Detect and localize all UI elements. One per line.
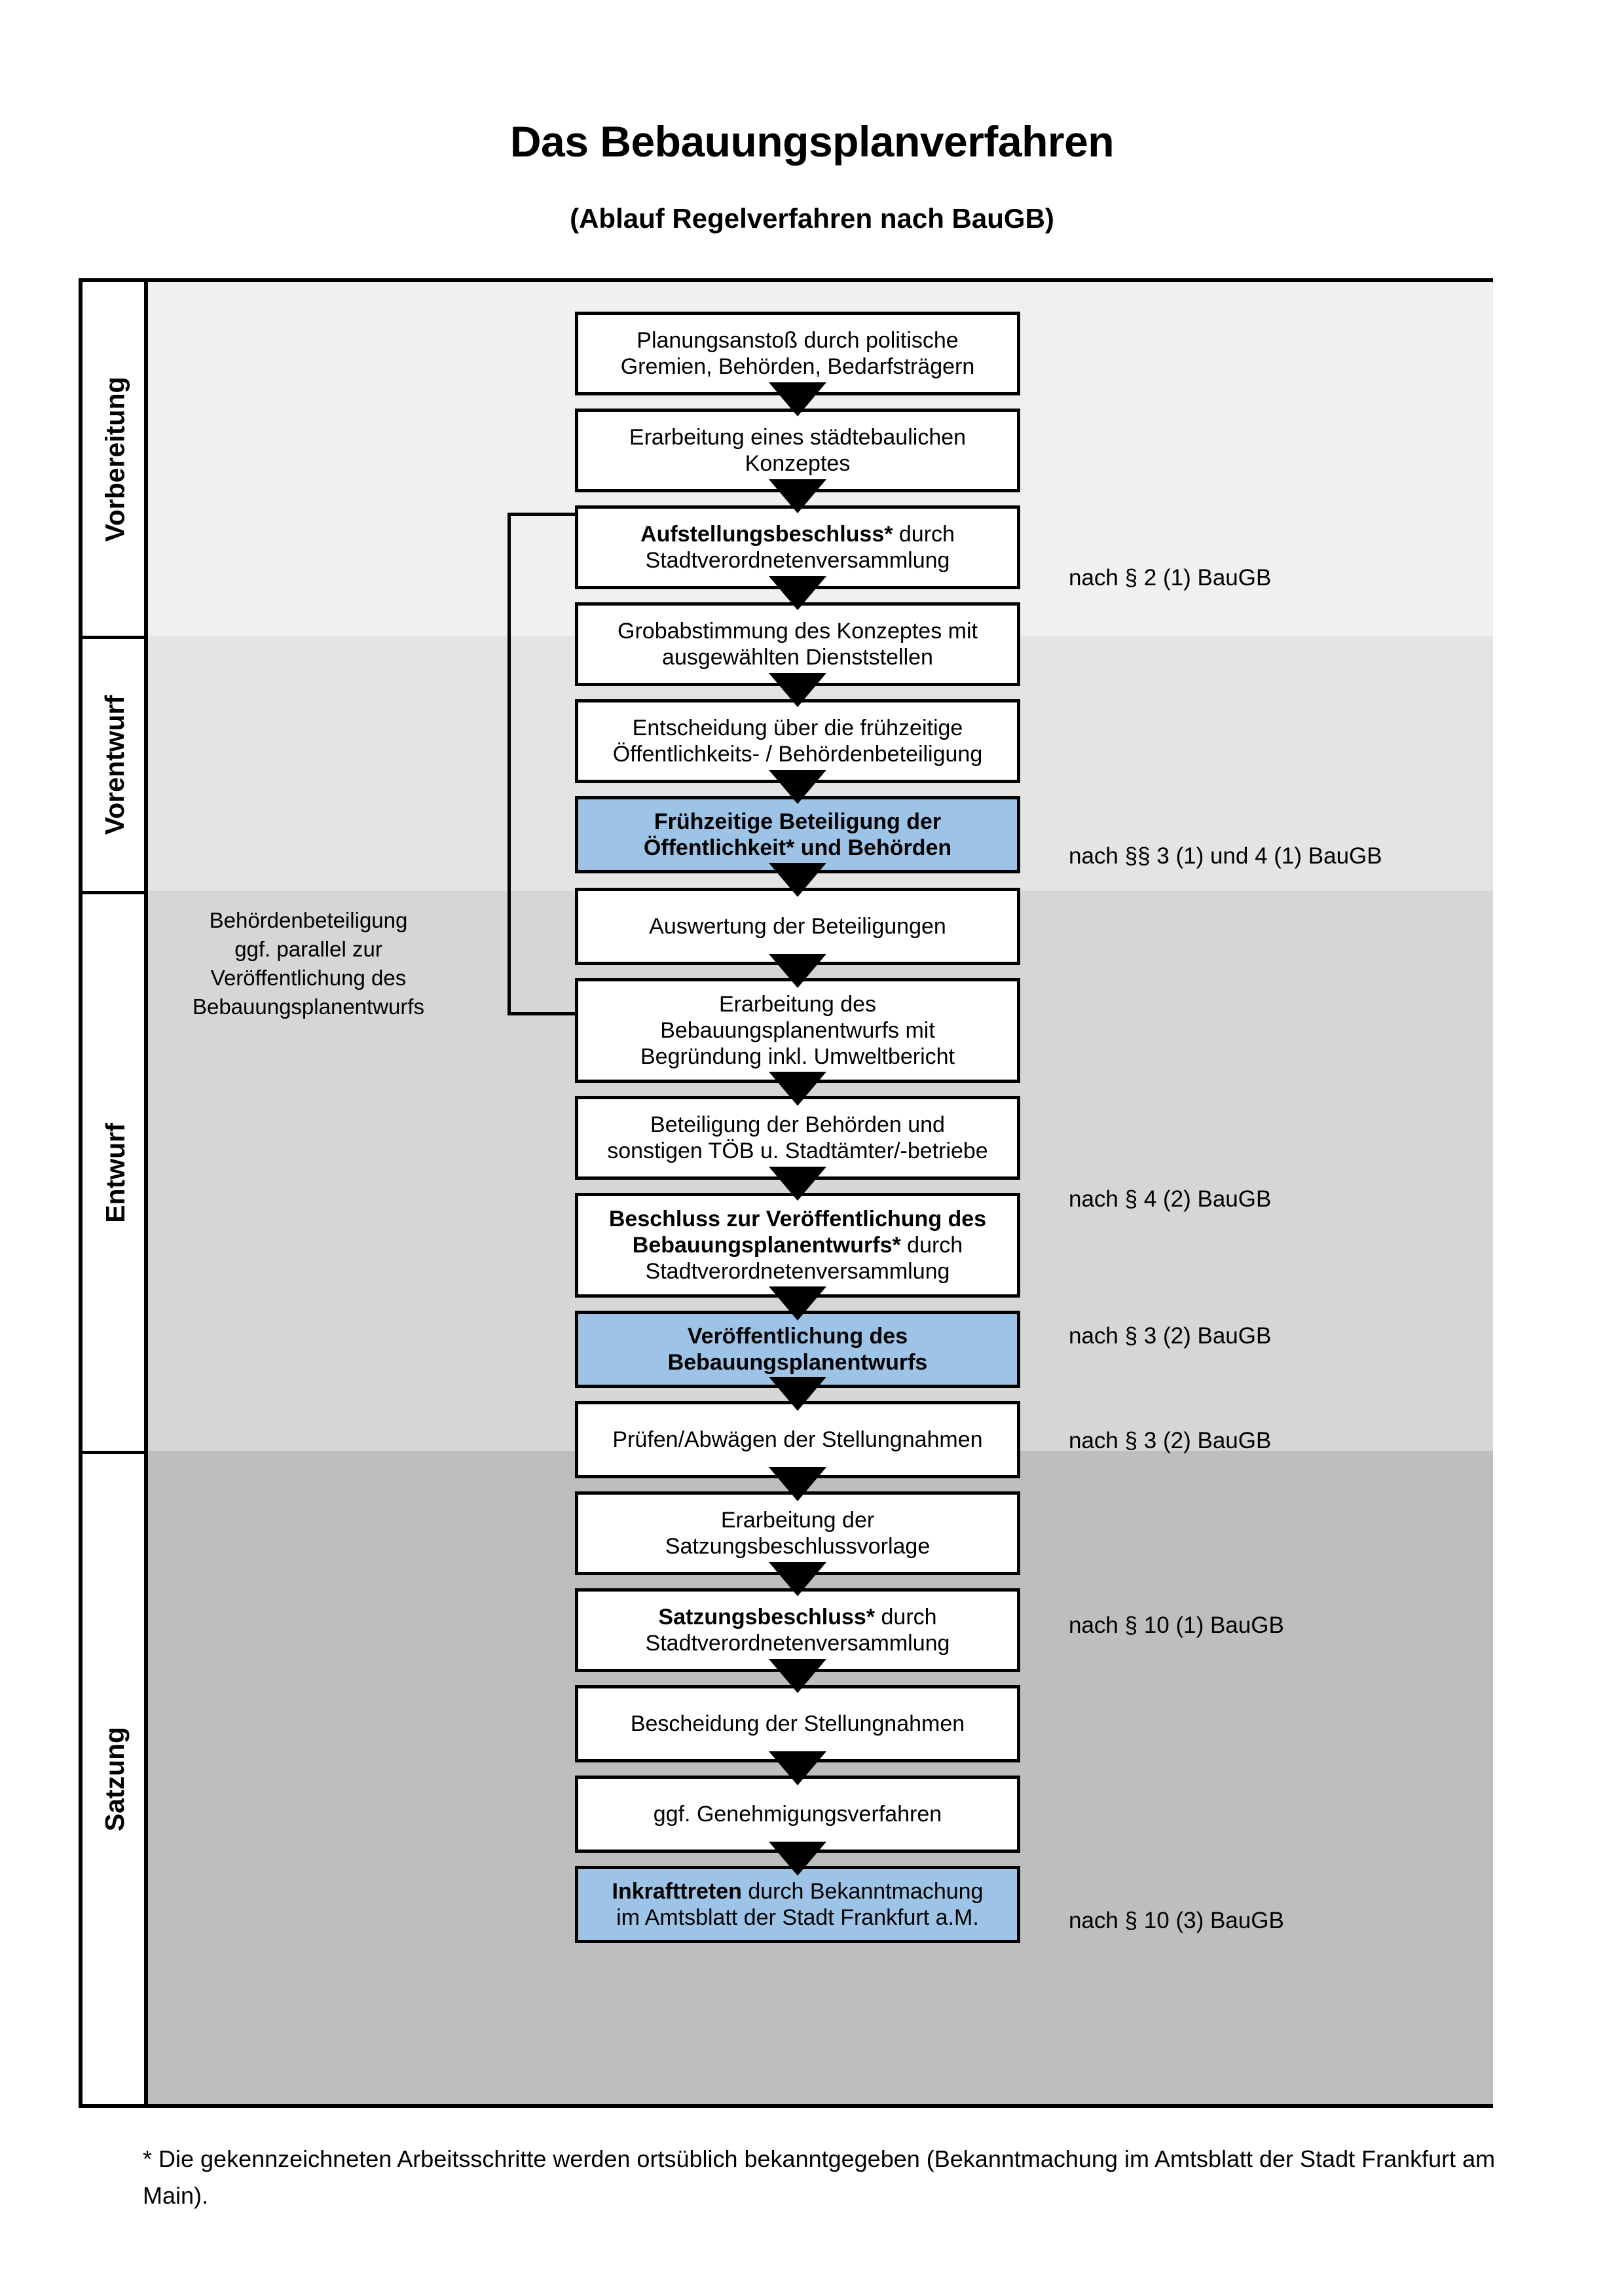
flow-arrow-icon bbox=[769, 673, 826, 707]
step-line-2-bold: Öffentlichkeit* und Behörden bbox=[643, 835, 952, 860]
step-line-1-rest: durch bbox=[875, 1604, 937, 1630]
legal-ref-par3-2a: nach § 3 (2) BauGB bbox=[1069, 1323, 1272, 1349]
step-line-3: Stadtverordnetenversammlung bbox=[645, 1259, 950, 1285]
step-line-2: Bebauungsplanentwurfs mit bbox=[660, 1017, 935, 1043]
flow-arrow-icon bbox=[769, 1167, 826, 1201]
page-title: Das Bebauungsplanverfahren bbox=[509, 117, 1115, 166]
step-line-2: Öffentlichkeits- / Behördenbeteiligung bbox=[612, 742, 983, 767]
phase-label-text: Vorentwurf bbox=[100, 695, 130, 835]
phase-label-column: Vorbereitung Vorentwurf Entwurf Satzung bbox=[83, 282, 148, 2104]
step-line-1-rest: durch bbox=[893, 521, 955, 547]
flow-arrow-icon bbox=[769, 954, 826, 988]
legal-ref-par10-3: nach § 10 (3) BauGB bbox=[1069, 1908, 1284, 1933]
step-line-1: Grobabstimmung des Konzeptes mit bbox=[618, 618, 978, 644]
step-line-2-bold: Bebauungsplanentwurfs bbox=[667, 1350, 928, 1375]
step-line-1: Entscheidung über die frühzeitige bbox=[632, 715, 963, 740]
step-auswertung[interactable]: Auswertung der Beteiligungen bbox=[575, 888, 1020, 965]
step-beteiligung-behoerden[interactable]: Beteiligung der Behörden und sonstigen T… bbox=[575, 1096, 1020, 1180]
step-line-1-bold: Veröffentlichung des bbox=[687, 1323, 908, 1349]
phase-label-vorbereitung: Vorbereitung bbox=[83, 282, 148, 636]
flow-arrow-icon bbox=[769, 1659, 826, 1693]
step-line-3: Begründung inkl. Umweltbericht bbox=[640, 1044, 955, 1070]
phase-label-text: Satzung bbox=[100, 1726, 130, 1832]
step-line-1-bold: Frühzeitige Beteiligung der bbox=[654, 809, 942, 834]
footnote-text: * Die gekennzeichneten Arbeitsschritte w… bbox=[143, 2145, 1496, 2209]
bracket-connector-bottom bbox=[507, 1012, 585, 1015]
step-genehmigungsverfahren[interactable]: ggf. Genehmigungsverfahren bbox=[575, 1776, 1020, 1853]
step-line-1: Prüfen/Abwägen der Stellungnahmen bbox=[612, 1427, 983, 1452]
step-line-1-bold: Inkrafttreten bbox=[612, 1878, 742, 1904]
legal-ref-par10-1: nach § 10 (1) BauGB bbox=[1069, 1613, 1284, 1638]
legal-ref-par4-2: nach § 4 (2) BauGB bbox=[1069, 1186, 1272, 1212]
step-line-2: Satzungsbeschlussvorlage bbox=[665, 1534, 931, 1559]
step-line-1: Bescheidung der Stellungnahmen bbox=[630, 1711, 965, 1736]
step-inkrafttreten[interactable]: Inkrafttreten durch Bekanntmachung im Am… bbox=[575, 1866, 1020, 1943]
phase-label-text: Entwurf bbox=[100, 1122, 130, 1223]
flow-arrow-icon bbox=[769, 1751, 826, 1785]
flow-arrow-icon bbox=[769, 770, 826, 804]
phase-label-vorentwurf: Vorentwurf bbox=[83, 636, 148, 891]
step-erarbeitung-entwurf[interactable]: Erarbeitung des Bebauungsplanentwurfs mi… bbox=[575, 978, 1020, 1083]
step-line-2: ausgewählten Dienststellen bbox=[662, 645, 933, 670]
flow-arrow-icon bbox=[769, 479, 826, 513]
bracket-connector-vertical bbox=[507, 513, 511, 1015]
step-line-2: Stadtverordnetenversammlung bbox=[645, 1631, 950, 1656]
legal-ref-par3-2b: nach § 3 (2) BauGB bbox=[1069, 1428, 1272, 1453]
step-line-1: ggf. Genehmigungsverfahren bbox=[653, 1801, 942, 1827]
flow-arrow-icon bbox=[769, 1562, 826, 1596]
step-line-1-bold: Aufstellungsbeschluss* bbox=[640, 521, 893, 547]
sidenote-behoerdenbeteiligung: Behördenbeteiligung ggf. parallel zur Ve… bbox=[192, 908, 425, 1019]
step-line-1: Planungsanstoß durch politische bbox=[637, 327, 959, 353]
step-line-1: Beteiligung der Behörden und bbox=[650, 1112, 945, 1137]
step-line-1-rest: durch Bekanntmachung bbox=[741, 1878, 984, 1904]
legal-ref-par2-1: nach § 2 (1) BauGB bbox=[1069, 565, 1272, 591]
step-staedtebau-konzept[interactable]: Erarbeitung eines städtebaulichen Konzep… bbox=[575, 409, 1020, 492]
flow-arrow-icon bbox=[769, 1842, 826, 1876]
step-line-1: Erarbeitung der bbox=[720, 1507, 875, 1533]
step-fruehzeitige-beteiligung[interactable]: Frühzeitige Beteiligung der Öffentlichke… bbox=[575, 796, 1020, 873]
flowchart-frame: Vorbereitung Vorentwurf Entwurf Satzung … bbox=[79, 278, 1493, 2108]
step-planungsanstoss[interactable]: Planungsanstoß durch politische Gremien,… bbox=[575, 312, 1020, 395]
flow-arrow-icon bbox=[769, 1286, 826, 1321]
step-line-2-rest: durch bbox=[900, 1232, 963, 1258]
step-line-1: Erarbeitung des bbox=[718, 991, 877, 1017]
step-line-1: Auswertung der Beteiligungen bbox=[649, 913, 946, 939]
flow-arrow-icon bbox=[769, 1072, 826, 1106]
flow-arrow-icon bbox=[769, 382, 826, 416]
bracket-connector-top bbox=[507, 513, 586, 516]
step-pruefen-abwaegen[interactable]: Prüfen/Abwägen der Stellungnahmen bbox=[575, 1401, 1020, 1478]
step-line-2: Gremien, Behörden, Bedarfsträgern bbox=[620, 354, 975, 379]
step-line-2: sonstigen TÖB u. Stadtämter/-betriebe bbox=[607, 1139, 988, 1163]
phase-label-satzung: Satzung bbox=[83, 1451, 148, 2104]
step-line-2: Stadtverordnetenversammlung bbox=[645, 548, 950, 573]
phase-label-text: Vorbereitung bbox=[100, 376, 130, 542]
flow-arrow-icon bbox=[769, 1467, 826, 1501]
flow-arrow-icon bbox=[769, 576, 826, 610]
phase-label-entwurf: Entwurf bbox=[83, 891, 148, 1451]
step-line-2: Konzeptes bbox=[745, 451, 851, 476]
step-line-1: Erarbeitung eines städtebaulichen bbox=[629, 424, 967, 450]
step-line-2-bold: Bebauungsplanentwurfs* bbox=[632, 1232, 901, 1258]
flow-arrow-icon bbox=[769, 863, 826, 897]
page-subtitle: (Ablauf Regelverfahren nach BauGB) bbox=[570, 203, 1054, 234]
step-line-1-bold: Beschluss zur Veröffentlichung des bbox=[608, 1206, 987, 1231]
step-line-2: im Amtsblatt der Stadt Frankfurt a.M. bbox=[616, 1905, 979, 1930]
step-line-1-bold: Satzungsbeschluss* bbox=[658, 1604, 876, 1630]
flow-arrow-icon bbox=[769, 1377, 826, 1411]
step-beschluss-veroeffentlichung[interactable]: Beschluss zur Veröffentlichung des Bebau… bbox=[575, 1193, 1020, 1298]
legal-ref-par3-4-1: nach §§ 3 (1) und 4 (1) BauGB bbox=[1069, 843, 1382, 869]
